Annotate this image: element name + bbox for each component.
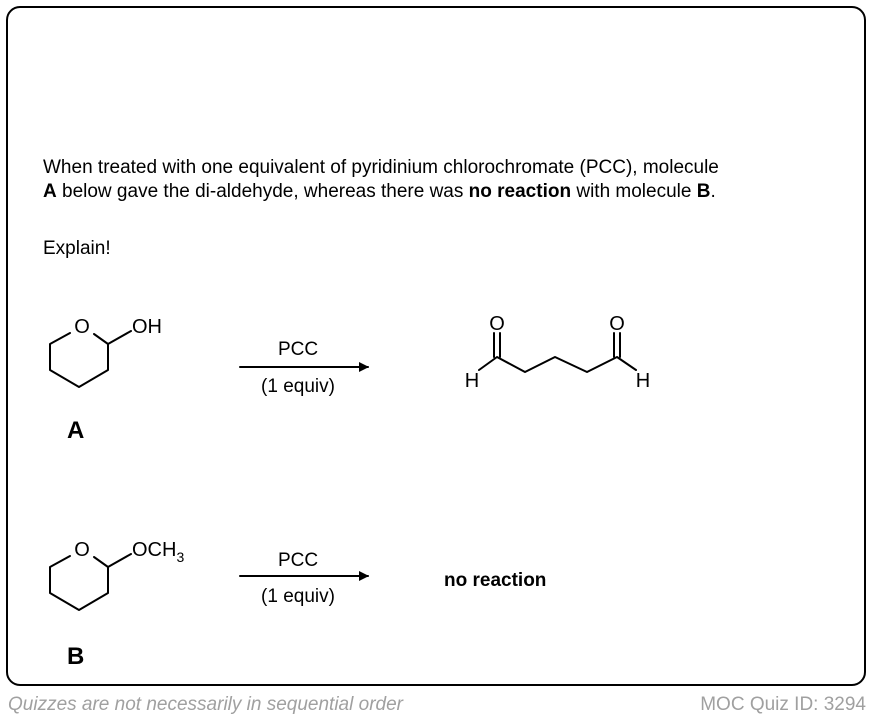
molecule-a: O OH A	[49, 316, 162, 444]
equiv-label-a: (1 equiv)	[261, 376, 335, 397]
explain-prompt: Explain!	[43, 238, 111, 259]
molecule-b-ring-bonds	[49, 555, 109, 611]
question-line-1: When treated with one equivalent of pyri…	[43, 157, 719, 178]
molecule-a-ref: A	[43, 181, 57, 202]
molecule-b-ref: B	[696, 181, 711, 202]
product-carbon-chain	[478, 356, 637, 373]
molecule-b: O OCH3 B	[49, 539, 184, 670]
molecule-b-label: B	[67, 643, 84, 670]
no-reaction-result: no reaction	[444, 570, 546, 591]
question-text-d: with molecule	[571, 181, 697, 202]
product-hydrogen-left: H	[465, 370, 479, 392]
equiv-label-b: (1 equiv)	[261, 586, 335, 607]
footer-sequence-note: Quizzes are not necessarily in sequentia…	[8, 694, 403, 715]
quiz-card	[6, 6, 866, 686]
molecule-a-hydroxyl: OH	[132, 316, 162, 338]
molecule-a-ring-bonds	[49, 332, 109, 388]
reagent-pcc-a: PCC	[278, 339, 318, 360]
no-reaction-emphasis: no reaction	[468, 181, 572, 202]
dialdehyde-product: O O H H	[465, 313, 650, 392]
product-hydrogen-right: H	[636, 370, 650, 392]
molecule-a-oh-bond	[107, 330, 132, 345]
reaction-arrow-a: PCC (1 equiv)	[239, 339, 369, 397]
question-text-b: below gave the di-aldehyde, whereas ther…	[56, 181, 469, 202]
footer-quiz-id: MOC Quiz ID: 3294	[700, 694, 866, 715]
product-oxygen-right: O	[609, 313, 625, 335]
molecule-a-label: A	[67, 417, 84, 444]
product-oxygen-left: O	[489, 313, 505, 335]
question-text-f: .	[710, 181, 716, 202]
reaction-arrow-b: PCC (1 equiv)	[239, 550, 369, 607]
question-line-2: A below gave the di-aldehyde, whereas th…	[43, 181, 716, 203]
molecule-a-ring-oxygen: O	[74, 316, 90, 338]
molecule-b-ring-oxygen: O	[74, 539, 90, 561]
reagent-pcc-b: PCC	[278, 550, 318, 571]
molecule-b-ome-bond	[107, 553, 132, 568]
molecule-b-methoxy: OCH3	[132, 539, 184, 565]
